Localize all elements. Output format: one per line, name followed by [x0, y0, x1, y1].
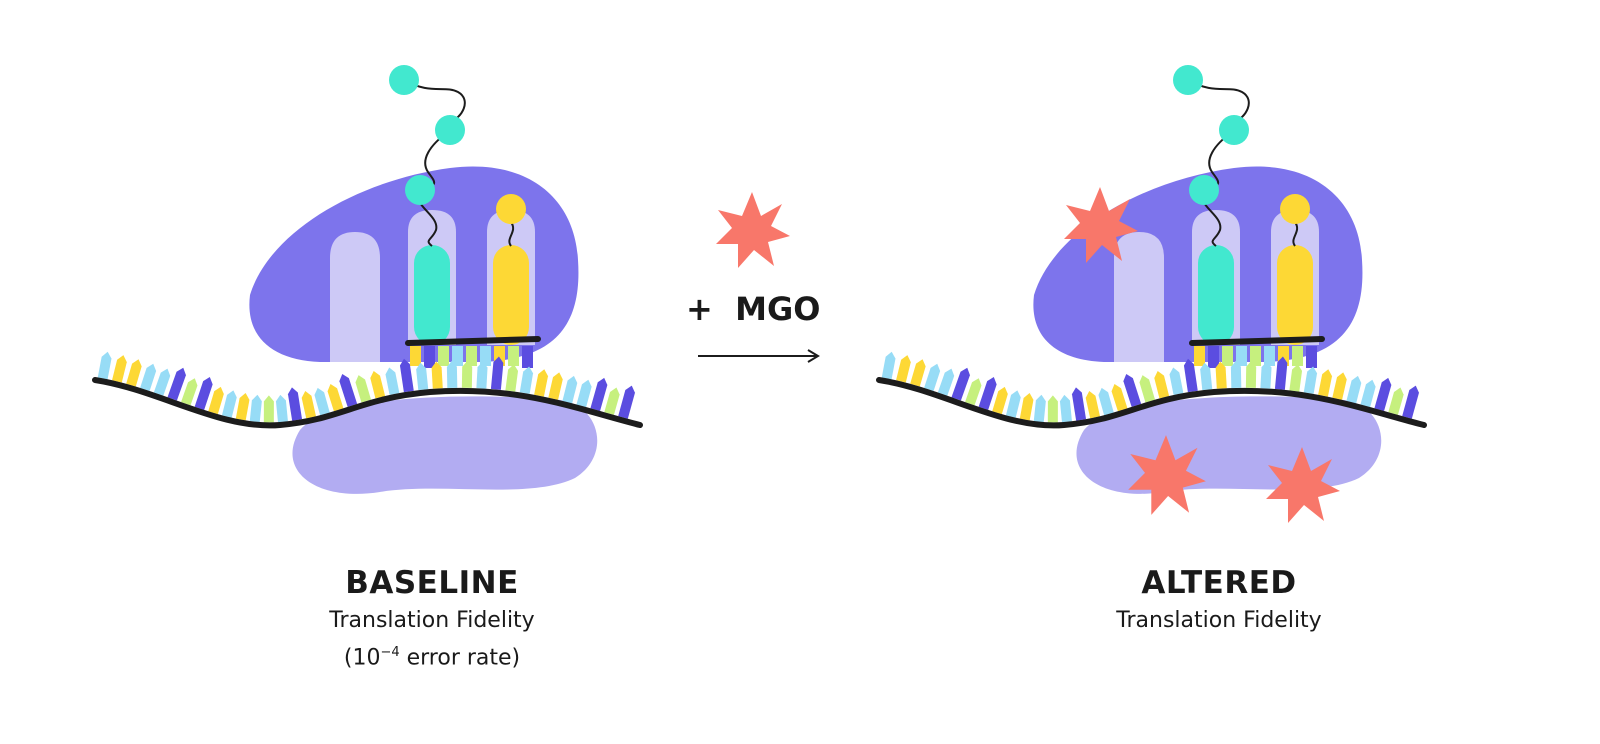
mgo-star-reagent [716, 192, 790, 268]
altered-heading: ALTERED [1141, 565, 1297, 601]
reaction-label: + MGO [686, 290, 820, 328]
reaction-arrow [698, 349, 820, 363]
baseline-ribosome [95, 65, 640, 494]
altered-ribosome [879, 65, 1424, 494]
plus-sign: + [686, 290, 713, 328]
baseline-heading: BASELINE [345, 565, 519, 601]
altered-subtitle: Translation Fidelity [1116, 608, 1322, 633]
baseline-caption: BASELINE Translation Fidelity (10−4 erro… [232, 565, 632, 674]
baseline-error-rate: (10−4 error rate) [343, 645, 521, 671]
altered-caption: ALTERED Translation Fidelity [1019, 565, 1419, 637]
baseline-subtitle: Translation Fidelity [329, 608, 535, 633]
mgo-reagent-label: MGO [735, 290, 821, 328]
